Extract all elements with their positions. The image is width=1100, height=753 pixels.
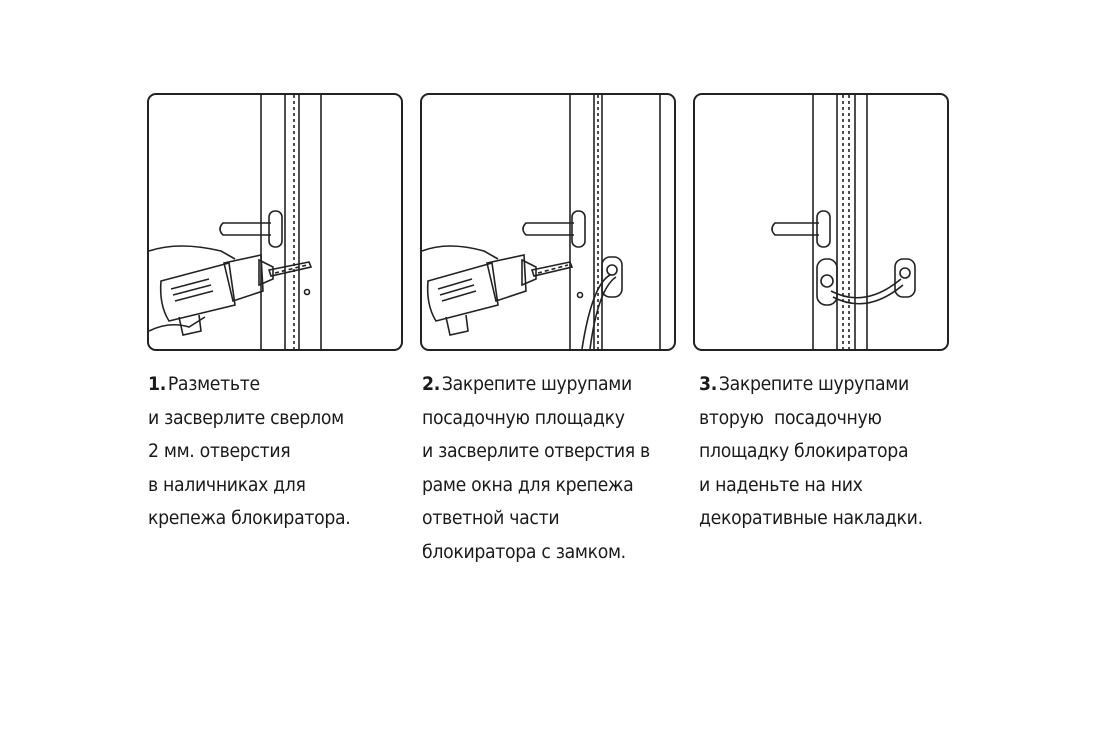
step-3-line-5: декоративные накладки. xyxy=(699,508,923,530)
step-2-line-6: блокиратора с замком. xyxy=(422,541,626,563)
step-1-illustration xyxy=(147,93,403,351)
step-2-number: 2. xyxy=(422,374,440,395)
drill-mounting-pad-illustration xyxy=(422,95,661,349)
step-2-illustration xyxy=(420,93,676,351)
step-1-line-3: 2 мм. отверстия xyxy=(148,441,291,463)
step-2-line-2: посадочную площадку xyxy=(422,407,625,429)
step-2-line-3: и засверлите отверстия в xyxy=(422,441,650,463)
step-1-caption: 1.Разметьте и засверлите сверлом 2 мм. о… xyxy=(148,368,399,536)
step-2-line-4: раме окна для крепежа xyxy=(422,474,634,496)
step-3-number: 3. xyxy=(699,374,717,395)
step-1-line-1: Разметьте xyxy=(167,374,260,395)
step-1-line-4: в наличниках для xyxy=(148,474,306,496)
step-2-line-1: Закрепите шурупами xyxy=(441,374,632,395)
step-2-caption: 2.Закрепите шурупами посадочную площадку… xyxy=(422,368,673,570)
step-3-line-4: и наденьте на них xyxy=(699,474,863,496)
drill-marking-illustration xyxy=(149,95,322,349)
step-3-line-2: вторую посадочную xyxy=(699,407,882,429)
step-1-line-5: крепежа блокиратора. xyxy=(148,508,351,530)
window-lock-installed-illustration xyxy=(771,95,916,349)
step-3-caption: 3.Закрепите шурупами вторую посадочную п… xyxy=(699,368,950,536)
step-3-line-3: площадку блокиратора xyxy=(699,441,909,463)
step-3-illustration xyxy=(693,93,949,351)
step-1-number: 1. xyxy=(148,374,166,395)
step-2-line-5: ответной части xyxy=(422,508,560,530)
step-1-line-2: и засверлите сверлом xyxy=(148,407,344,429)
step-3-line-1: Закрепите шурупами xyxy=(718,374,909,395)
